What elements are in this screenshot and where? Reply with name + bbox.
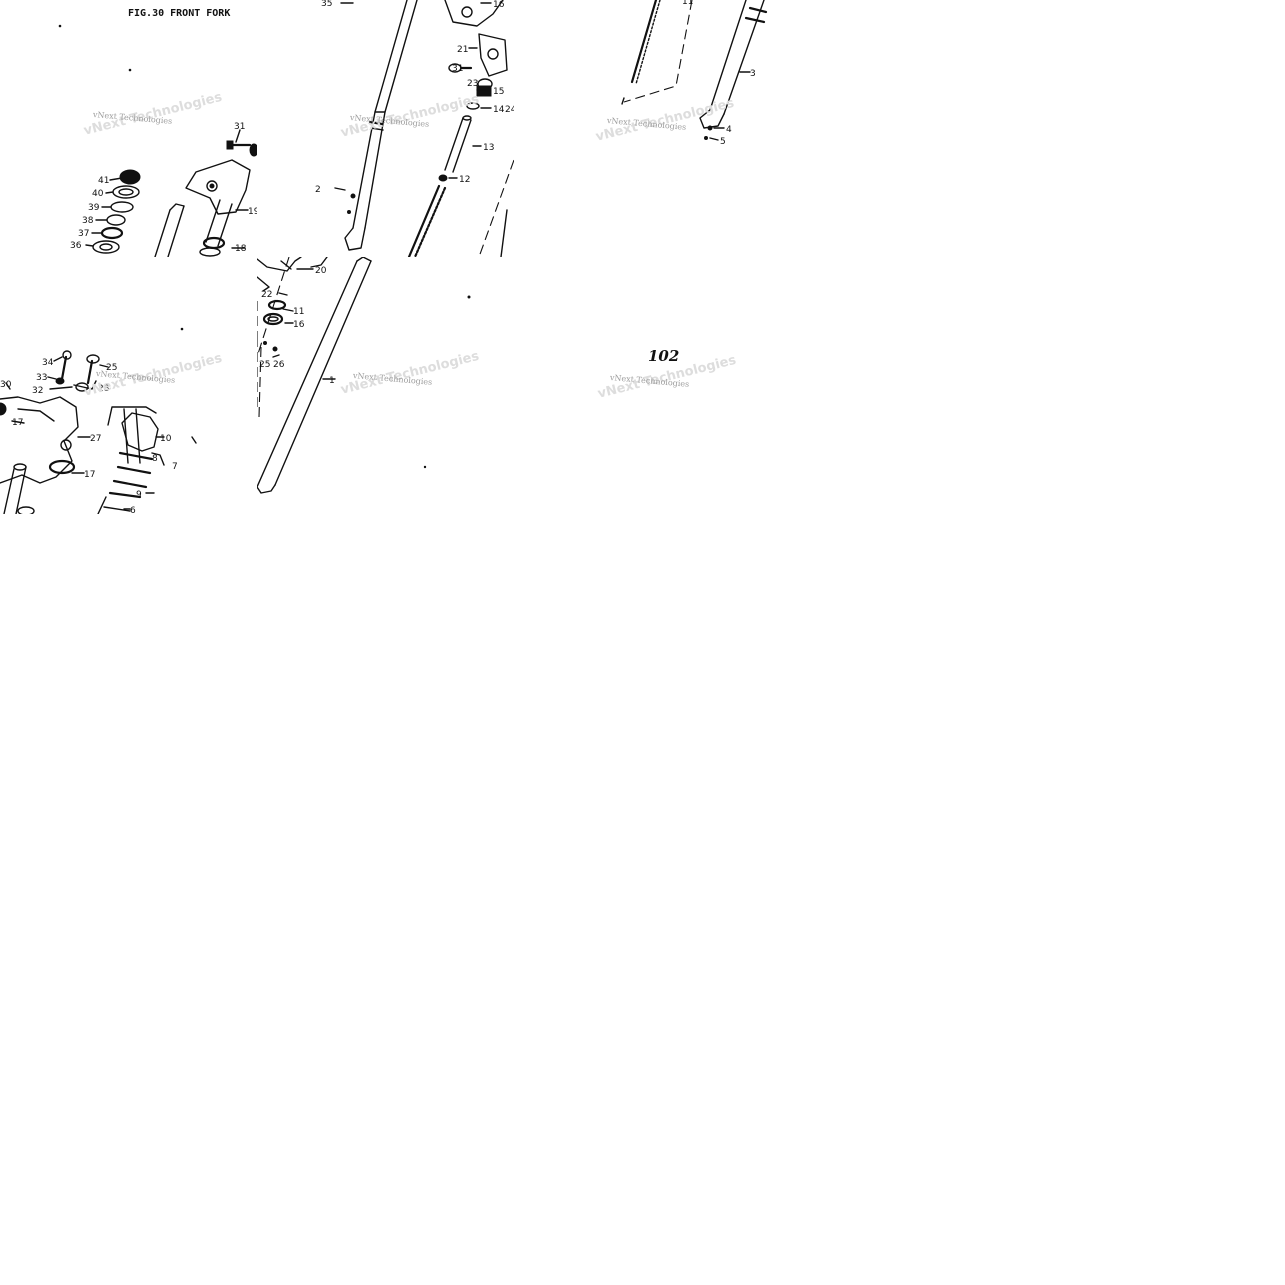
part-callout: 15	[493, 87, 504, 97]
part-callout: 11	[682, 0, 693, 7]
part-callout: 28	[98, 384, 110, 394]
part-callout: 34	[42, 358, 54, 368]
part-callout: 8	[152, 454, 158, 464]
part-callout: 26	[273, 360, 285, 370]
callouts-center: 20 22 11 16 25 26 1	[259, 266, 335, 386]
diagram-tile-middle-left: 34 25 33 28 32 30 17 27 17 10 8 7 9 6 vN…	[0, 257, 257, 514]
part-callout: 32	[32, 386, 43, 396]
tile-center-drawing: 20 22 11 16 25 26 1	[257, 257, 471, 494]
part-callout: 17	[12, 418, 23, 428]
diagram-tile-center: 20 22 11 16 25 26 1 vNext Technologies v…	[257, 257, 514, 514]
part-callout: 17	[84, 470, 95, 480]
tile-top-middle-drawing: 35 16 21 31 23 15 14 24 13 12 2	[315, 0, 514, 257]
part-callout: 36	[70, 241, 82, 251]
callouts-top-right: 11 3 4 5	[682, 0, 756, 147]
part-callout: 30	[0, 380, 12, 390]
part-callout: 40	[92, 189, 104, 199]
part-callout: 6	[130, 506, 136, 514]
part-callout: 1	[329, 376, 335, 386]
part-callout: 13	[483, 143, 494, 153]
part-callout: 37	[78, 229, 89, 239]
part-callout: 3	[750, 69, 756, 79]
part-callout: 18	[235, 244, 247, 254]
part-callout: 2	[315, 185, 321, 195]
part-callout: 27	[90, 434, 101, 444]
part-callout: 31	[234, 122, 245, 132]
part-callout: 33	[36, 373, 47, 383]
part-callout: 12	[459, 175, 470, 185]
diagram-tile-top-middle: 35 16 21 31 23 15 14 24 13 12 2 vNext Te…	[257, 0, 514, 257]
part-callout: 21	[457, 45, 468, 55]
part-callout: 41	[98, 176, 109, 186]
part-callout: 25	[259, 360, 270, 370]
part-callout: 38	[82, 216, 94, 226]
part-callout: 5	[720, 137, 726, 147]
part-callout: 22	[261, 290, 272, 300]
part-callout: 20	[315, 266, 327, 276]
part-callout: 25	[106, 363, 117, 373]
diagram-tile-middle-right: 102 vNext Technologies vNext Technologie…	[514, 257, 771, 514]
callouts-middle-left: 34 25 33 28 32 30 17 27 17 10 8 7 9 6	[0, 358, 178, 514]
tile-middle-left-drawing: 34 25 33 28 32 30 17 27 17 10 8 7 9 6	[0, 327, 197, 514]
part-callout: 23	[467, 79, 478, 89]
tile-top-right-drawing: 11 3 4 5	[621, 0, 768, 147]
diagram-tile-top-right: 11 3 4 5 vNext Technologies vNext Techno…	[514, 0, 771, 257]
part-callout: 31	[452, 64, 463, 74]
callouts-top-left: 41 40 39 38 37 36 31 19 18	[70, 122, 257, 254]
tile-middle-right-drawing: 102	[648, 347, 679, 365]
tile-top-left-drawing: FIG.30 FRONT FORK	[58, 8, 257, 257]
part-callout: 10	[160, 434, 172, 444]
part-callout: 35	[321, 0, 332, 9]
part-callout: 24	[505, 105, 514, 115]
stem-nut	[119, 169, 141, 185]
part-callout: 11	[293, 307, 304, 317]
figure-title: FIG.30 FRONT FORK	[128, 8, 230, 19]
part-callout: 39	[88, 203, 100, 213]
part-callout: 16	[493, 0, 505, 10]
part-callout: 19	[248, 207, 257, 217]
diagram-tile-top-left: FIG.30 FRONT FORK	[0, 0, 257, 257]
part-callout: 9	[136, 490, 142, 500]
part-callout: 7	[172, 462, 178, 472]
callouts-top-middle: 35 16 21 31 23 15 14 24 13 12 2	[315, 0, 514, 195]
part-callout: 16	[293, 320, 305, 330]
page-number: 102	[648, 347, 679, 365]
part-callout: 14	[493, 105, 505, 115]
part-callout: 4	[726, 125, 732, 135]
